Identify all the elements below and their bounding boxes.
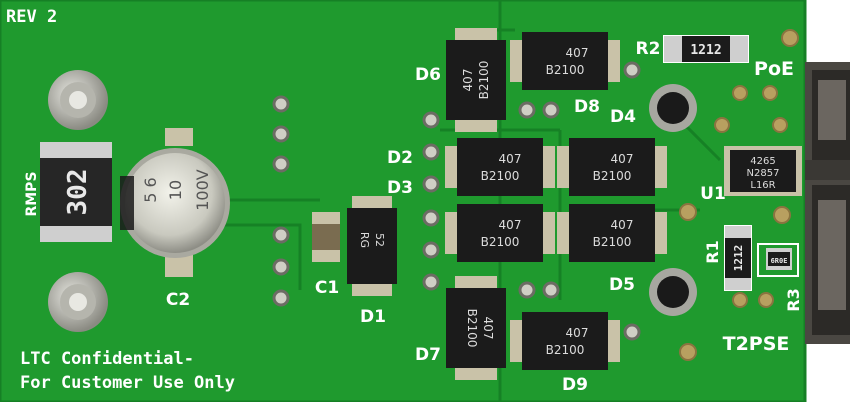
label-d6: D6 (415, 65, 441, 85)
d4-through-hole (649, 84, 697, 132)
via-column-middle (422, 111, 440, 291)
label-c2: C2 (166, 290, 190, 310)
svg-text:407: 407 (566, 46, 589, 60)
label-d4: D4 (610, 107, 636, 127)
svg-text:B2100: B2100 (546, 63, 585, 77)
u1-ic: 4265 N2857 L16R (724, 146, 802, 196)
svg-text:407: 407 (499, 218, 522, 232)
label-poe: PoE (754, 58, 794, 80)
svg-text:B2100: B2100 (481, 235, 520, 249)
svg-text:407: 407 (499, 152, 522, 166)
rj45-connector (805, 62, 850, 344)
diode-array-top-left: 407 B2100 (445, 138, 555, 196)
svg-text:B2100: B2100 (477, 61, 491, 100)
svg-text:10: 10 (166, 180, 185, 200)
svg-text:302: 302 (63, 169, 93, 216)
svg-text:407: 407 (611, 152, 634, 166)
svg-text:407: 407 (611, 218, 634, 232)
svg-text:B2100: B2100 (546, 343, 585, 357)
svg-text:B2100: B2100 (593, 169, 632, 183)
svg-text:4265: 4265 (750, 156, 775, 167)
mounting-hole-bottom (48, 272, 108, 332)
svg-text:1212: 1212 (690, 43, 721, 58)
svg-text:L16R: L16R (750, 180, 775, 191)
label-d8: D8 (574, 97, 600, 117)
label-d7: D7 (415, 345, 441, 365)
svg-text:1212: 1212 (732, 245, 745, 272)
c1-capacitor (312, 212, 340, 262)
label-d1: D1 (360, 307, 386, 327)
rev-label: REV 2 (6, 7, 57, 27)
label-d2: D2 (387, 148, 413, 168)
r1-resistor: 1212 (724, 225, 752, 291)
r2-resistor: 1212 (663, 35, 749, 63)
test-pads (679, 29, 799, 361)
r3-resistor: 6R0E (757, 243, 799, 277)
svg-text:5 6: 5 6 (141, 177, 160, 202)
svg-text:B2100: B2100 (481, 169, 520, 183)
svg-text:6R0E: 6R0E (771, 257, 788, 265)
d7-diode: 407 B2100 (446, 276, 506, 380)
label-u1: U1 (700, 184, 726, 204)
confidential-line2: For Customer Use Only (20, 373, 235, 393)
d6-diode: 407 B2100 (446, 28, 506, 132)
svg-text:52: 52 (373, 233, 386, 247)
svg-text:B2100: B2100 (465, 309, 479, 348)
label-rmps: RMPS (24, 171, 40, 216)
rmps-resistor: 302 (40, 142, 112, 242)
label-c1: C1 (315, 278, 339, 298)
svg-text:RG: RG (358, 232, 371, 248)
label-d3: D3 (387, 178, 413, 198)
diode-array-bottom-right: 407 B2100 (557, 204, 667, 262)
label-r1: R1 (703, 240, 722, 263)
d8-diode: 407 B2100 (510, 32, 620, 90)
d9-diode: 407 B2100 (510, 312, 620, 370)
label-r2: R2 (636, 39, 661, 59)
c2-capacitor: 5 6 10 100V (120, 128, 230, 277)
svg-text:407: 407 (566, 326, 589, 340)
svg-text:N2857: N2857 (747, 168, 780, 179)
svg-text:407: 407 (481, 317, 495, 340)
diode-array-bottom-left: 407 B2100 (445, 204, 555, 262)
label-r3: R3 (784, 288, 803, 311)
svg-text:100V: 100V (193, 169, 212, 211)
diode-array-top-right: 407 B2100 (557, 138, 667, 196)
svg-text:B2100: B2100 (593, 235, 632, 249)
mounting-hole-top (48, 70, 108, 130)
via-column-left (272, 95, 290, 307)
label-d5: D5 (609, 275, 635, 295)
confidential-line1: LTC Confidential- (20, 349, 194, 369)
d1-diode: 52 RG (347, 196, 397, 296)
label-d9: D9 (562, 375, 588, 395)
d5-through-hole (649, 268, 697, 316)
svg-text:407: 407 (461, 69, 475, 92)
label-t2pse: T2PSE (723, 333, 790, 355)
